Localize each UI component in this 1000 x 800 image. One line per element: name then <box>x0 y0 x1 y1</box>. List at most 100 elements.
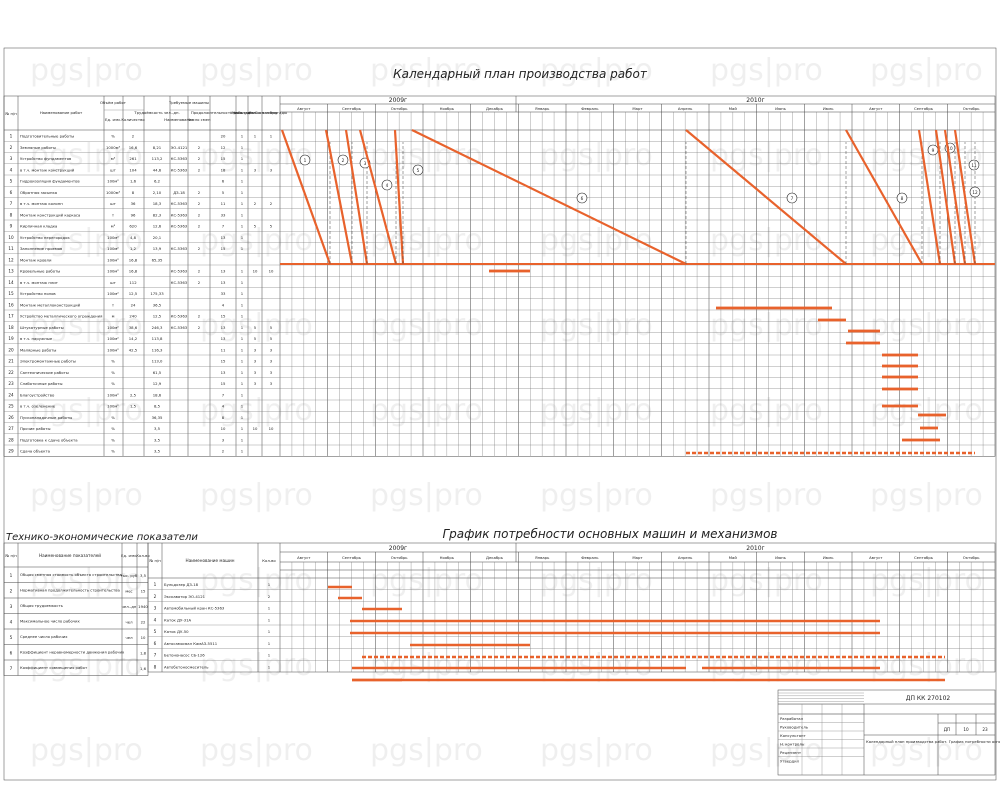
row-labor: 3,5 <box>154 449 161 454</box>
machines-row-number: 5 <box>154 629 157 634</box>
row-labor: 8,5 <box>154 404 161 409</box>
row-duration: 15 <box>221 314 226 319</box>
month-label: Февраль <box>581 106 599 111</box>
row-workers: 3 <box>254 167 257 172</box>
header-machines: Требуемые машины <box>168 100 209 105</box>
gantt-bar <box>489 269 530 273</box>
row-shifts: 1 <box>241 212 244 217</box>
teps-header-name: Наименование показателей <box>39 553 101 558</box>
flow-marker <box>412 164 424 176</box>
row-duration: 33 <box>221 291 226 296</box>
watermark-text: pgs|pro <box>540 393 653 428</box>
row-unit: 100м² <box>107 257 119 262</box>
row-name: Прочие работы <box>20 426 50 431</box>
machines-row-qty: 1 <box>268 617 271 622</box>
row-duration: 10 <box>221 426 226 431</box>
stamp-role: Рецензент <box>780 750 802 755</box>
row-number: 22 <box>8 370 14 375</box>
gantt-bar <box>918 413 946 417</box>
stamp-sheets: 23 <box>982 727 988 732</box>
flow-marker-label: 10 <box>947 146 953 151</box>
row-crew: 2 <box>270 201 273 206</box>
machines-row-qty: 1 <box>268 606 271 611</box>
flow-marker-label: 11 <box>971 163 977 168</box>
row-number: 17 <box>8 314 14 319</box>
machines-row-number: 1 <box>154 582 157 587</box>
row-qty: 112 <box>129 280 137 285</box>
row-qty: 14,2 <box>129 336 138 341</box>
watermark-text: pgs|pro <box>540 138 653 173</box>
row-duration: 12 <box>221 145 226 150</box>
row-shifts: 1 <box>241 156 244 161</box>
flow-marker <box>896 192 908 204</box>
teps-row-value: 22 <box>141 620 146 625</box>
teps-row-name: Общая трудоемкость <box>20 603 64 608</box>
machines-row-name: Каток ДУ-31А <box>164 617 192 622</box>
watermark-text: pgs|pro <box>30 53 143 88</box>
teps-row-unit: тыс. руб <box>121 573 138 578</box>
row-machine-shifts: 2 <box>198 325 201 330</box>
watermark-text: pgs|pro <box>30 648 143 683</box>
machines-month-label: Сентябрь <box>342 555 362 560</box>
teps-row-unit: мес <box>125 589 132 594</box>
machines-row-name: Экскаватор ЭО-4121 <box>164 594 206 599</box>
month-label: Сентябрь <box>914 106 934 111</box>
row-workers: 10 <box>253 269 258 274</box>
row-shifts: 1 <box>241 347 244 352</box>
watermark-text: pgs|pro <box>370 478 483 513</box>
flow-marker <box>381 179 393 191</box>
gantt-bar <box>846 341 880 345</box>
watermark-text: pgs|pro <box>370 308 483 343</box>
watermark-text: pgs|pro <box>710 53 823 88</box>
machines-row-qty: 2 <box>268 594 271 599</box>
row-duration: 15 <box>221 156 226 161</box>
gantt-bar <box>882 404 918 408</box>
row-machine-shifts: 2 <box>198 246 201 251</box>
row-qty: 240 <box>129 314 137 319</box>
row-shifts: 1 <box>241 437 244 442</box>
row-number: 27 <box>8 426 14 431</box>
month-label: Октябрь <box>963 106 981 111</box>
flow-line <box>411 129 687 265</box>
row-qty: 96 <box>131 212 136 217</box>
row-machine-shifts: 2 <box>198 145 201 150</box>
teps-row-number: 2 <box>10 589 13 594</box>
year-2010: 2010г <box>746 97 764 104</box>
row-labor: 6,2 <box>154 179 161 184</box>
row-workers: 10 <box>253 426 258 431</box>
machines-row-number: 6 <box>154 641 157 646</box>
row-duration: 7 <box>222 392 225 397</box>
machines-month-label: Февраль <box>581 555 599 560</box>
machines-row-name: Бетононасос СБ-126 <box>164 653 205 658</box>
row-qty: 24 <box>131 302 136 307</box>
row-unit: % <box>111 381 115 386</box>
row-shifts: 1 <box>241 145 244 150</box>
row-machine: ЭО-4121 <box>171 145 188 150</box>
row-number: 1 <box>10 134 13 139</box>
machines-month-label: Июль <box>823 555 834 560</box>
watermark-text: pgs|pro <box>710 733 823 768</box>
row-crew: 10 <box>269 426 274 431</box>
machines-frame <box>147 542 996 673</box>
row-duration: 4 <box>222 302 225 307</box>
row-unit: % <box>111 415 115 420</box>
row-labor: 113,2 <box>152 156 163 161</box>
month-label: Январь <box>535 106 550 111</box>
row-name: Монтаж конструкций каркаса <box>20 212 80 217</box>
row-workers: 2 <box>254 201 257 206</box>
row-duration: 4 <box>222 404 225 409</box>
watermark-text: pgs|pro <box>540 563 653 598</box>
machines-month-label: Май <box>729 555 738 560</box>
row-labor: 61,5 <box>153 370 162 375</box>
row-shifts: 1 <box>241 381 244 386</box>
teps-row-name: Нормативная продолжительность строительс… <box>20 588 120 593</box>
row-number: 16 <box>8 302 14 307</box>
stamp-sheet: 10 <box>963 727 969 732</box>
machines-header-n: № п/п <box>149 558 161 563</box>
flow-marker-label: 8 <box>901 196 904 201</box>
teps-row-number: 6 <box>10 651 13 656</box>
row-duration: 8 <box>222 415 225 420</box>
row-number: 9 <box>10 224 13 229</box>
row-machine: КС-5363 <box>171 280 188 285</box>
teps-row-value: 1940 <box>138 604 148 609</box>
